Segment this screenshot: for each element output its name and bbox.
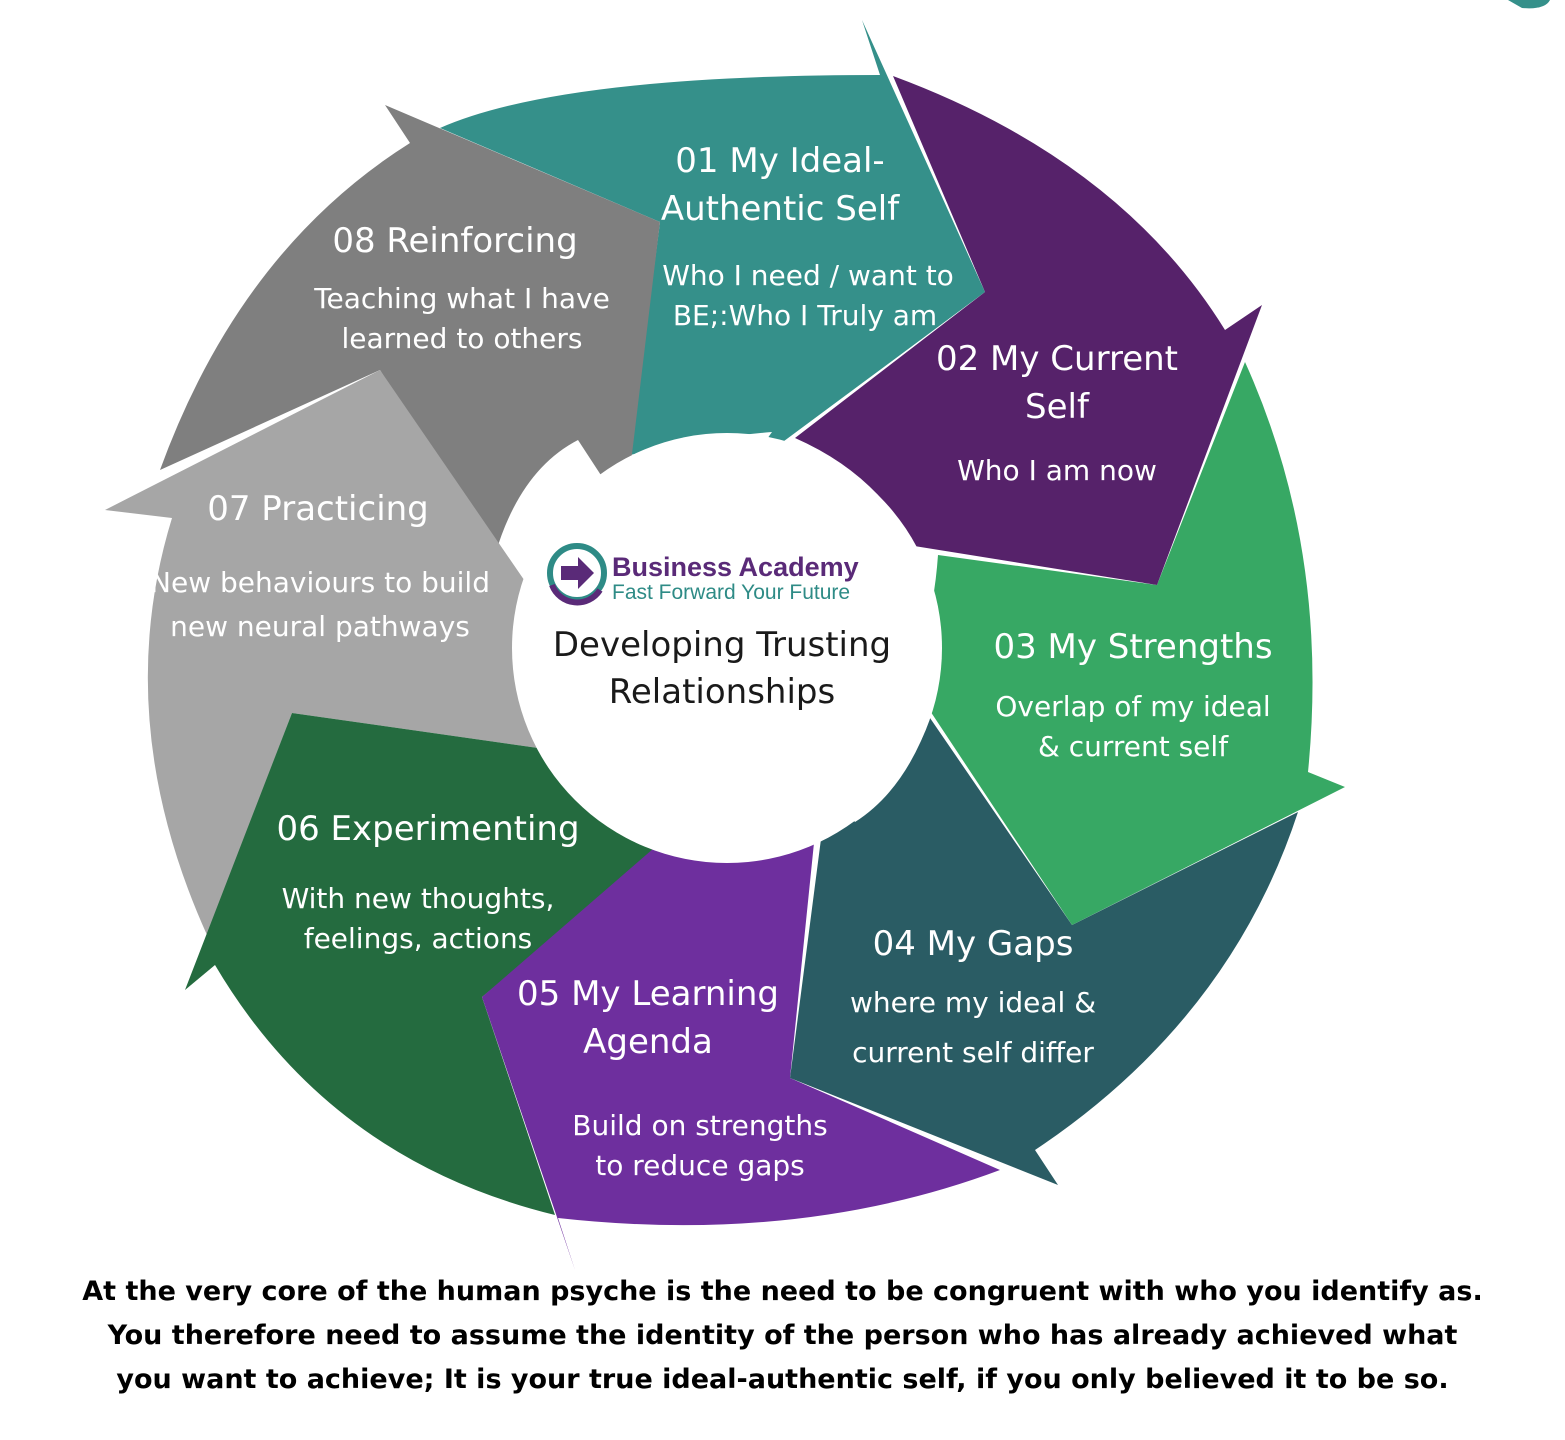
- segment-05-title-line-2: Agenda: [583, 1022, 713, 1062]
- segment-03-desc-line-2: & current self: [1038, 730, 1229, 763]
- segment-02-title-line-1: 02 My Current: [936, 339, 1178, 379]
- segment-07-desc-line-1: New behaviours to build: [150, 566, 490, 599]
- segment-05-arrow: [482, 810, 1000, 1270]
- footer-quote: At the very core of the human psyche is …: [0, 1270, 1565, 1402]
- segment-06-desc-line-2: feelings, actions: [304, 922, 533, 955]
- segment-04-arrow: [790, 718, 1298, 1185]
- segment-04-desc-line-2: current self differ: [852, 1036, 1094, 1069]
- segment-03-desc-line-1: Overlap of my ideal: [995, 690, 1270, 723]
- logo-ring-accent-icon: [549, 583, 603, 606]
- logo-arrow-icon: [561, 557, 594, 589]
- segment-08-title-line-1: 08 Reinforcing: [332, 221, 577, 261]
- segment-05-title-line-1: 05 My Learning: [517, 974, 779, 1014]
- segment-01-title-line-2: Authentic Self: [661, 189, 900, 229]
- segment-03-title-line-1: 03 My Strengths: [993, 627, 1272, 667]
- segment-01-desc-line-1: Who I need / want to: [662, 259, 954, 292]
- segment-07-title-line-1: 07 Practicing: [207, 489, 429, 529]
- segment-02-title-line-2: Self: [1025, 387, 1090, 427]
- segment-08-desc-line-2: learned to others: [341, 322, 582, 355]
- segment-02-arrow: [795, 76, 1262, 585]
- segment-03-arrow: [903, 362, 1345, 925]
- segment-06-title-line-1: 06 Experimenting: [276, 809, 579, 849]
- segment-08-arrow: [160, 105, 660, 555]
- brand-tagline: Fast Forward Your Future: [612, 581, 850, 604]
- segment-07-arrow: [105, 370, 555, 935]
- segment-06-desc-line-1: With new thoughts,: [282, 882, 555, 915]
- center-title-line-1: Developing Trusting: [553, 625, 891, 665]
- segment-01-title-line-1: 01 My Ideal-: [675, 141, 884, 181]
- segment-07-desc-line-2: new neural pathways: [170, 610, 470, 643]
- segment-05-desc-line-2: to reduce gaps: [595, 1149, 804, 1182]
- corner-accent-shape: [1508, 0, 1550, 9]
- segment-05-desc-line-1: Build on strengths: [572, 1109, 828, 1142]
- footer-line-1: At the very core of the human psyche is …: [82, 1276, 1483, 1307]
- segment-04-title-line-1: 04 My Gaps: [873, 924, 1074, 964]
- center-title-line-2: Relationships: [609, 672, 835, 712]
- business-academy-logo: [547, 543, 607, 606]
- segment-08-desc-line-1: Teaching what I have: [313, 282, 610, 315]
- footer-line-2: You therefore need to assume the identit…: [107, 1320, 1458, 1351]
- center-hub: [512, 433, 942, 863]
- brand-name: Business Academy: [612, 552, 859, 582]
- segment-04-desc-line-1: where my ideal &: [850, 986, 1096, 1019]
- segment-06-arrow: [185, 713, 660, 1215]
- segment-01-desc-line-2: BE;:Who I Truly am: [673, 299, 937, 332]
- segment-02-desc-line-1: Who I am now: [957, 454, 1157, 487]
- footer-line-3: you want to achieve; It is your true ide…: [116, 1364, 1449, 1395]
- segment-01-arrow: [440, 20, 985, 470]
